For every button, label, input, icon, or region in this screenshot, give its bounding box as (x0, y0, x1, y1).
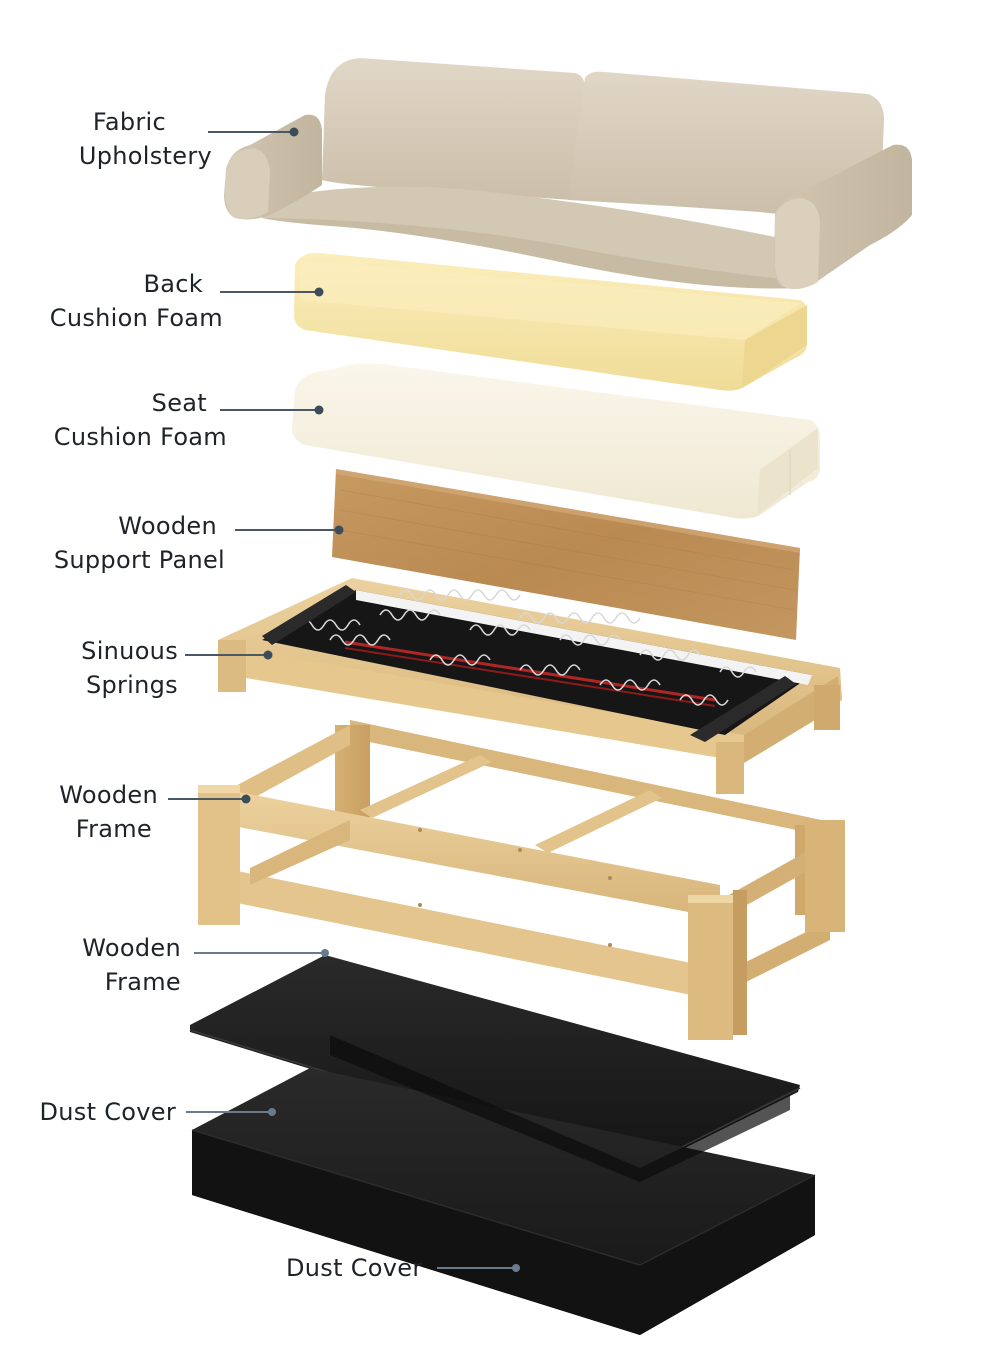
label-line: Wooden (59, 781, 158, 809)
label-fabric-upholstery: Fabric Upholstery (40, 105, 212, 173)
label-wooden-frame-2: Wooden Frame (20, 931, 181, 999)
label-line: Fabric (92, 108, 166, 136)
wooden-support-panel-board (332, 469, 800, 640)
label-line: Cushion Foam (53, 423, 227, 451)
label-dust-cover-2: Dust Cover (286, 1251, 423, 1285)
label-wooden-support-panel: Wooden Support Panel (20, 509, 225, 577)
back-cushion-foam-block (294, 252, 808, 391)
label-line: Frame (104, 968, 181, 996)
label-line: Wooden (118, 512, 217, 540)
seat-cushion-foam-block (292, 363, 820, 519)
label-seat-cushion-foam: Seat Cushion Foam (20, 386, 227, 454)
label-line: Dust Cover (286, 1254, 423, 1282)
label-line: Back (143, 270, 203, 298)
label-line: Wooden (82, 934, 181, 962)
label-line: Frame (75, 815, 152, 843)
label-line: Support Panel (53, 546, 225, 574)
leader-lines (168, 127, 520, 1272)
label-line: Upholstery (78, 142, 212, 170)
label-line: Sinuous (81, 637, 178, 665)
label-line: Dust Cover (39, 1098, 176, 1126)
dust-cover-base (191, 1035, 816, 1335)
fabric-upholstery-shell (224, 58, 912, 290)
label-sinuous-springs: Sinuous Springs (20, 634, 178, 702)
label-line: Seat (151, 389, 207, 417)
sinuous-springs-deck (218, 578, 842, 794)
label-line: Springs (85, 671, 178, 699)
label-back-cushion-foam: Back Cushion Foam (20, 267, 223, 335)
wooden-frame-base (198, 720, 845, 1040)
label-wooden-frame-1: Wooden Frame (20, 778, 158, 846)
label-dust-cover-1: Dust Cover (20, 1095, 176, 1129)
label-line: Cushion Foam (49, 304, 223, 332)
